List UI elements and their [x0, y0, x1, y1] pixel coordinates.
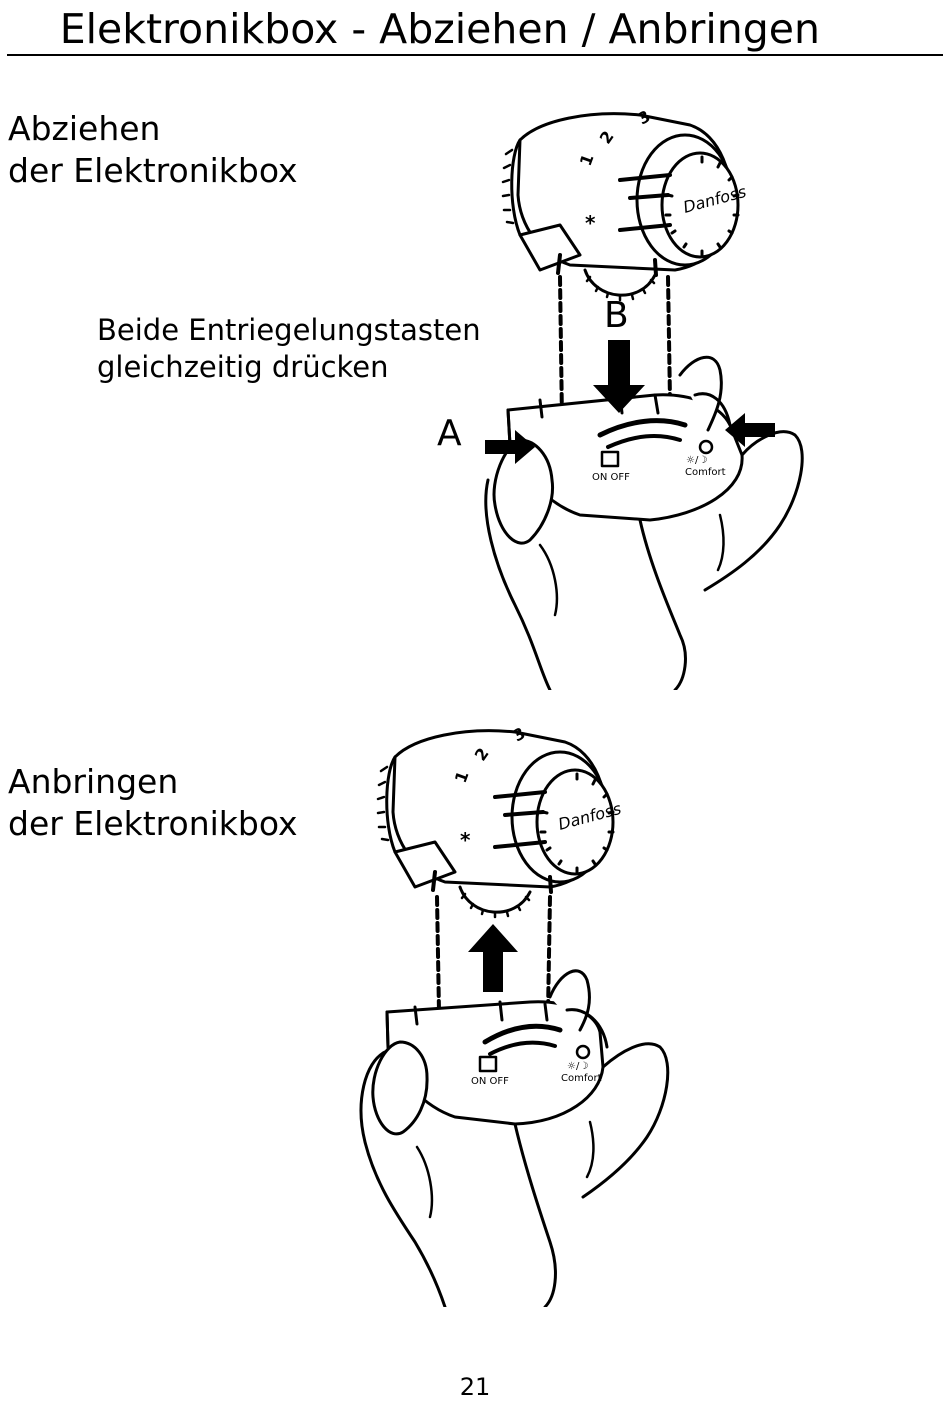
- on-off-label: ON OFF: [592, 472, 630, 483]
- remove-section-heading: Abziehen der Elektronikbox: [8, 108, 298, 192]
- instruction-line1: Beide Entriegelungstasten: [97, 313, 481, 347]
- remove-illustration-svg: Danfoss 1 2 3 * ON OFF ☼/☽ Comfort: [484, 106, 804, 692]
- page-title: Elektronikbox - Abziehen / Anbringen: [59, 5, 820, 53]
- attach-heading-line2: der Elektronikbox: [8, 804, 298, 843]
- instruction-line2: gleichzeitig drücken: [97, 350, 389, 384]
- dial-star: *: [585, 211, 596, 235]
- attach-illustration-svg: Danfoss 1 2 3 * ON OFF ☼/☽ Comfort: [359, 723, 670, 1309]
- label-b: B: [604, 295, 629, 336]
- label-a: A: [437, 413, 462, 454]
- dial-star-b: *: [460, 828, 471, 852]
- remove-heading-line2: der Elektronikbox: [8, 151, 298, 190]
- on-off-label-b: ON OFF: [471, 1076, 509, 1087]
- remove-heading-line1: Abziehen: [8, 109, 161, 148]
- comfort-label: Comfort: [685, 467, 726, 478]
- attach-illustration: Danfoss 1 2 3 * ON OFF ☼/☽ Comfort: [355, 712, 695, 1309]
- title-divider: [7, 54, 943, 56]
- attach-heading-line1: Anbringen: [8, 762, 179, 801]
- release-instruction: Beide Entriegelungstasten gleichzeitig d…: [97, 312, 481, 386]
- mode-label: ☼/☽: [686, 455, 707, 466]
- attach-section-heading: Anbringen der Elektronikbox: [8, 761, 298, 845]
- remove-illustration: Danfoss 1 2 3 * ON OFF ☼/☽ Comfort: [480, 95, 820, 692]
- mode-label-b: ☼/☽: [567, 1061, 588, 1072]
- page-number: 21: [459, 1373, 491, 1401]
- comfort-label-b: Comfort: [561, 1073, 602, 1084]
